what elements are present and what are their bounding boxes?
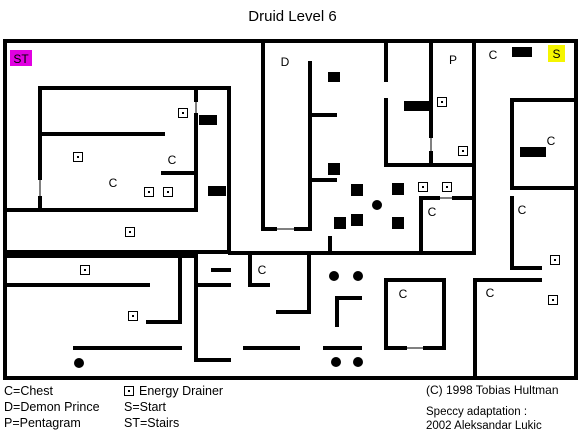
start-marker-label: S [552,47,560,61]
energy-drainer-dot [462,150,464,152]
energy-drainer-icon [550,255,560,265]
energy-drainer-icon [128,311,138,321]
energy-drainer-dot [441,101,443,103]
room-labels: D P C C C C C C C C C [109,48,556,301]
energy-drainer-dot [167,191,169,193]
energy-drainer-icon [178,108,188,118]
obstacle-block [512,47,532,57]
energy-drainer-icon [442,182,452,192]
obstacle-block [334,217,346,229]
pillar [74,358,84,368]
obstacle-block [520,147,546,157]
energy-drainer-dot [148,191,150,193]
label-pentagram: P [449,53,457,67]
map-title: Druid Level 6 [248,8,337,25]
stairs-marker [10,50,32,66]
energy-drainers [73,97,560,321]
energy-drainer-icon [125,227,135,237]
obstacle-block [351,214,363,226]
label-chest: C [486,286,495,300]
label-chest: C [258,263,267,277]
energy-drainer-dot [552,299,554,301]
label-chest: C [518,203,527,217]
energy-drainer-icon [548,295,558,305]
pillar [329,271,339,281]
label-chest: C [399,287,408,301]
energy-drainer-icon [458,146,468,156]
map-markers: ST S [10,45,565,66]
energy-drainer-icon [163,187,173,197]
energy-drainer-dot [77,156,79,158]
energy-drainer-dot [554,259,556,261]
energy-drainer-icon [418,182,428,192]
credit-copyright: (C) 1998 Tobias Hultman [426,383,559,397]
pillar [372,200,382,210]
label-chest: C [168,153,177,167]
legend-column-2: Energy Drainer S=Start ST=Stairs [124,383,223,431]
pillar [353,271,363,281]
energy-drainer-dot [182,112,184,114]
pillar [331,357,341,367]
map-walls [3,39,578,380]
label-chest: C [109,176,118,190]
label-chest: C [547,134,556,148]
obstacle-block [328,72,340,82]
energy-drainer-icon [80,265,90,275]
map-pillars [74,200,382,368]
legend-energy-drainer: Energy Drainer [124,383,223,399]
map-doors [4,100,513,349]
obstacle-block [199,115,217,125]
label-demon-prince: D [281,55,290,69]
energy-drainer-dot [422,186,424,188]
map-blocks [199,47,546,229]
energy-drainer-icon [124,386,134,396]
obstacle-block [208,186,226,196]
energy-drainer-dot [129,231,131,233]
obstacle-block [392,217,404,229]
energy-drainer-icon [144,187,154,197]
stairs-marker-label: ST [13,52,29,66]
legend-stairs: ST=Stairs [124,416,180,430]
energy-drainer-dot [446,186,448,188]
energy-drainer-dot [132,315,134,317]
legend-demon-prince: D=Demon Prince [4,400,100,414]
legend-column-1: C=Chest D=Demon Prince P=Pentagram [4,383,100,431]
pillar [353,357,363,367]
credit-author: 2002 Aleksandar Lukic [426,420,542,432]
label-chest: C [489,48,498,62]
energy-drainer-icon [73,152,83,162]
energy-drainer-dot [84,269,86,271]
obstacle-block [404,101,430,111]
label-chest: C [428,205,437,219]
obstacle-block [328,163,340,175]
credit-adaptation: Speccy adaptation : [426,406,528,418]
start-marker [548,45,565,62]
legend-start: S=Start [124,400,167,414]
obstacle-block [392,183,404,195]
energy-drainer-icon [437,97,447,107]
obstacle-block [351,184,363,196]
legend-chest: C=Chest [4,384,53,398]
legend-pentagram: P=Pentagram [4,416,81,430]
